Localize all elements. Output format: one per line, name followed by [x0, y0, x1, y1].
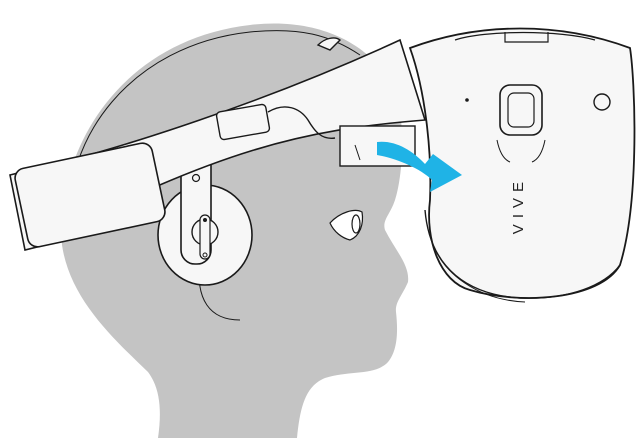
brand-label: VIVE — [510, 176, 527, 234]
